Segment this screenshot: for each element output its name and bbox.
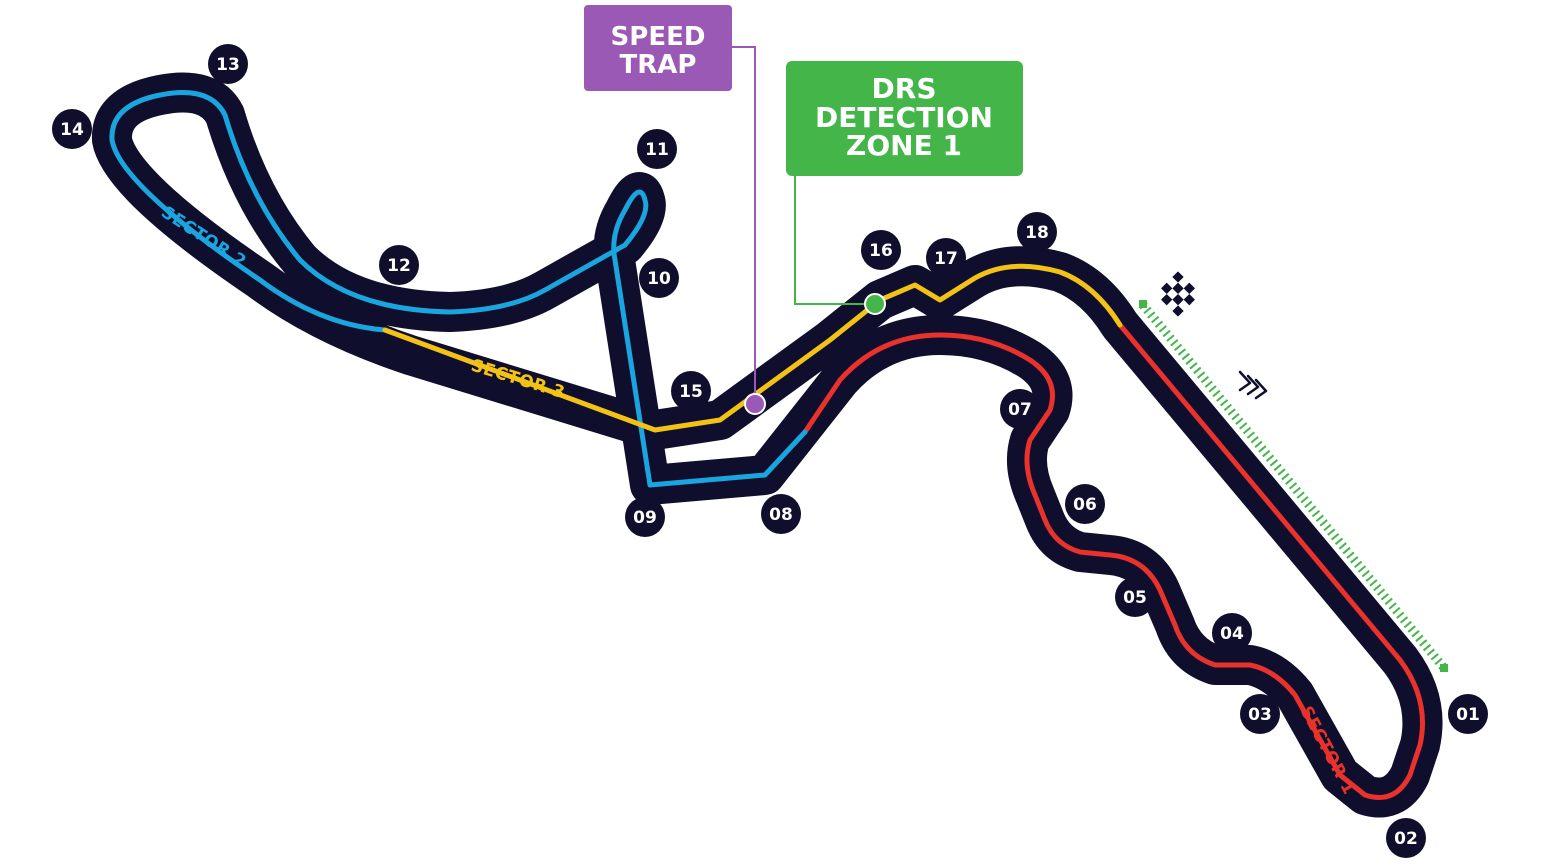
drs-detection-box (786, 61, 1023, 176)
speed-trap-box (584, 5, 732, 91)
turn-07-badge: 07 (1000, 389, 1040, 429)
svg-text:17: 17 (934, 249, 958, 269)
svg-text:08: 08 (769, 505, 793, 525)
turn-17-badge: 17 (926, 238, 966, 278)
speed-trap-line2: TRAP (620, 50, 697, 80)
svg-text:02: 02 (1394, 829, 1418, 849)
turn-13-badge: 13 (208, 44, 248, 84)
svg-text:13: 13 (216, 55, 240, 75)
start-finish-grid (1139, 300, 1448, 672)
svg-text:04: 04 (1220, 624, 1244, 644)
checkered-flag-icon (1155, 271, 1201, 317)
drs-detection-marker (864, 293, 886, 315)
turn-18-badge: 18 (1017, 212, 1057, 252)
svg-text:10: 10 (647, 269, 671, 289)
drs-line3: ZONE 1 (846, 129, 962, 162)
race-direction-chevrons-icon (1238, 370, 1268, 400)
svg-text:09: 09 (633, 508, 657, 528)
sector-2-line (109, 90, 808, 488)
svg-text:16: 16 (869, 241, 893, 261)
turn-14-badge: 14 (52, 109, 92, 149)
track-outline (92, 72, 1443, 818)
turn-10-badge: 10 (639, 258, 679, 298)
speed-trap-line1: SPEED (611, 22, 706, 52)
svg-text:06: 06 (1073, 495, 1097, 515)
speed-trap-callout: SPEED TRAP (584, 5, 766, 415)
turn-09-badge: 09 (625, 497, 665, 537)
turn-01-badge: 01 (1448, 694, 1488, 734)
svg-text:15: 15 (679, 382, 703, 402)
turn-03-badge: 03 (1240, 694, 1280, 734)
turn-05-badge: 05 (1115, 577, 1155, 617)
turn-06-badge: 06 (1065, 484, 1105, 524)
svg-text:12: 12 (387, 256, 411, 276)
svg-text:11: 11 (645, 140, 669, 160)
drs-line1: DRS (872, 72, 937, 105)
svg-text:01: 01 (1456, 705, 1480, 725)
turn-11-badge: 11 (637, 129, 677, 169)
turn-02-badge: 02 (1386, 818, 1426, 858)
sector-3-line (382, 263, 1123, 433)
turn-16-badge: 16 (861, 230, 901, 270)
svg-text:05: 05 (1123, 588, 1147, 608)
svg-text:07: 07 (1008, 400, 1032, 420)
svg-text:03: 03 (1248, 705, 1272, 725)
drs-detection-callout: DRS DETECTION ZONE 1 (786, 61, 1023, 315)
speed-trap-marker (744, 393, 766, 415)
turn-08-badge: 08 (761, 494, 801, 534)
turn-12-badge: 12 (379, 245, 419, 285)
svg-text:18: 18 (1025, 223, 1049, 243)
drs-line2: DETECTION (815, 101, 993, 134)
turn-15-badge: 15 (671, 371, 711, 411)
turn-04-badge: 04 (1212, 613, 1252, 653)
turn-badges: 01 02 03 04 05 06 07 08 09 10 11 12 13 1… (52, 44, 1488, 858)
svg-text:14: 14 (60, 120, 84, 140)
sector-1-line (802, 322, 1425, 800)
